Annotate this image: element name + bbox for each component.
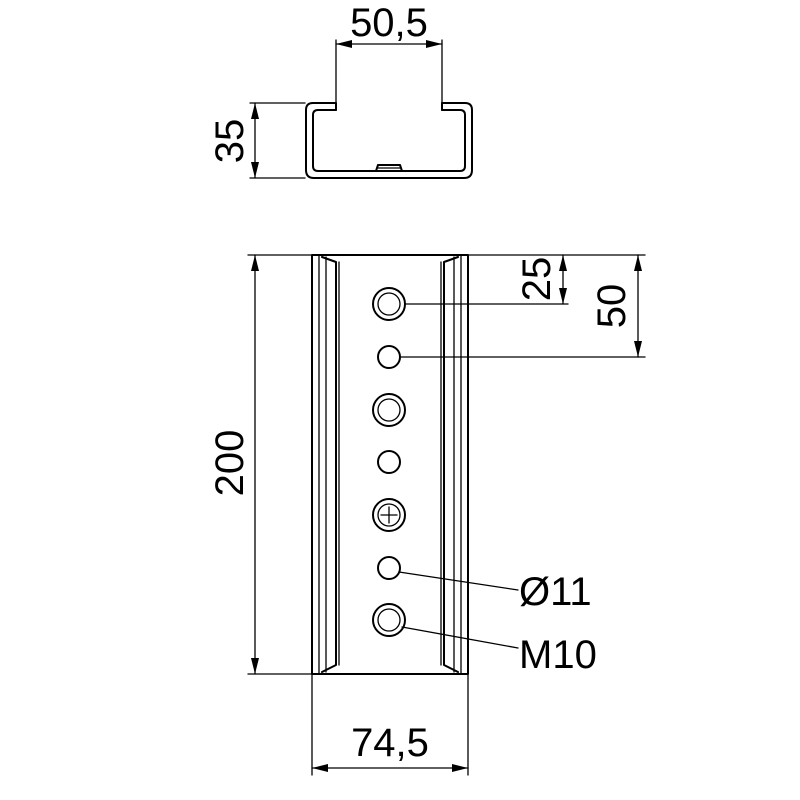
dim-label-50-5: 50,5 <box>350 1 428 45</box>
label-thread: M10 <box>519 633 597 677</box>
dim-50-5-arrow-left <box>336 40 352 48</box>
threaded-hole <box>372 603 406 637</box>
dim-74-5-arrow-right <box>452 764 468 772</box>
leader-thread <box>401 626 519 649</box>
dim-50-arrow-bottom <box>634 341 642 357</box>
dim-label-50: 50 <box>590 284 634 329</box>
dim-label-200: 200 <box>208 430 252 497</box>
label-hole-diameter: Ø11 <box>519 570 592 614</box>
plain-hole <box>377 345 401 369</box>
channel-edge-right <box>443 256 459 673</box>
threaded-hole <box>372 287 406 321</box>
dim-200-arrow-top <box>251 255 259 271</box>
dim-50-arrow-top <box>634 255 642 271</box>
dim-35-arrow-bottom <box>251 162 259 178</box>
dim-25-arrow-top <box>559 255 567 271</box>
plate-outline <box>311 254 469 675</box>
section-inner-outline <box>312 109 466 172</box>
dim-label-35: 35 <box>208 119 252 164</box>
section-view: 50,5 35 <box>208 1 473 179</box>
dim-74-5-arrow-left <box>312 764 328 772</box>
dim-25-arrow-bottom <box>559 288 567 304</box>
threaded-hole-with-crosshair <box>372 498 406 532</box>
front-view: 200 25 50 Ø11 M10 74,5 <box>208 254 646 776</box>
threaded-hole <box>372 393 406 427</box>
dim-50-5-arrow-right <box>426 40 442 48</box>
leader-hole-diameter <box>398 571 519 591</box>
dim-label-25: 25 <box>515 257 559 302</box>
dim-200-arrow-bottom <box>251 658 259 674</box>
channel-edge-left <box>321 256 337 673</box>
dim-35-arrow-top <box>251 103 259 119</box>
section-outer-outline <box>305 102 473 179</box>
section-bottom-tab <box>375 164 403 172</box>
plain-hole <box>377 556 401 580</box>
plain-hole <box>377 450 401 474</box>
dim-label-74-5: 74,5 <box>351 721 429 765</box>
